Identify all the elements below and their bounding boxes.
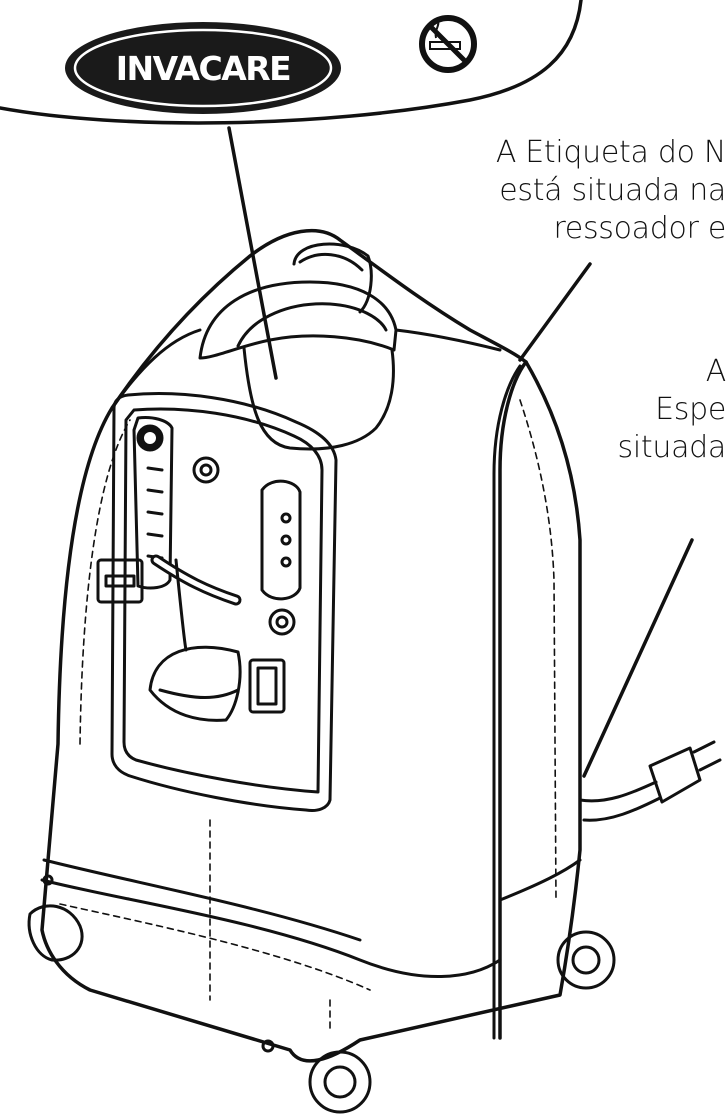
label-panel: [0, 0, 583, 125]
base-band: [40, 878, 502, 979]
power-cord: [578, 780, 658, 803]
invacare-logo: INVACARE: [65, 22, 341, 114]
control-panel: [110, 392, 338, 812]
indicator-lights-icon: [260, 479, 302, 601]
humidifier-cup: [148, 645, 242, 722]
callout-label-2: A Espe situada: [617, 354, 726, 465]
callout-label-1: A Etiqueta do N está situada na ressoado…: [495, 135, 726, 246]
leader-line-label-2: [582, 538, 694, 778]
handle: [198, 280, 398, 360]
outlet-fitting: [192, 456, 220, 484]
castor-wheel-icon: [308, 1050, 372, 1114]
power-plug-icon: [648, 740, 722, 804]
castor-wheel-rear: [556, 930, 616, 990]
hour-meter: [96, 558, 144, 604]
no-smoking-icon: [419, 15, 477, 73]
circuit-breaker: [268, 608, 296, 636]
logo-text: INVACARE: [116, 49, 290, 88]
power-switch-icon: [248, 658, 286, 714]
leader-line-label-1: [518, 262, 592, 362]
castor-wheel-left: [27, 904, 84, 962]
